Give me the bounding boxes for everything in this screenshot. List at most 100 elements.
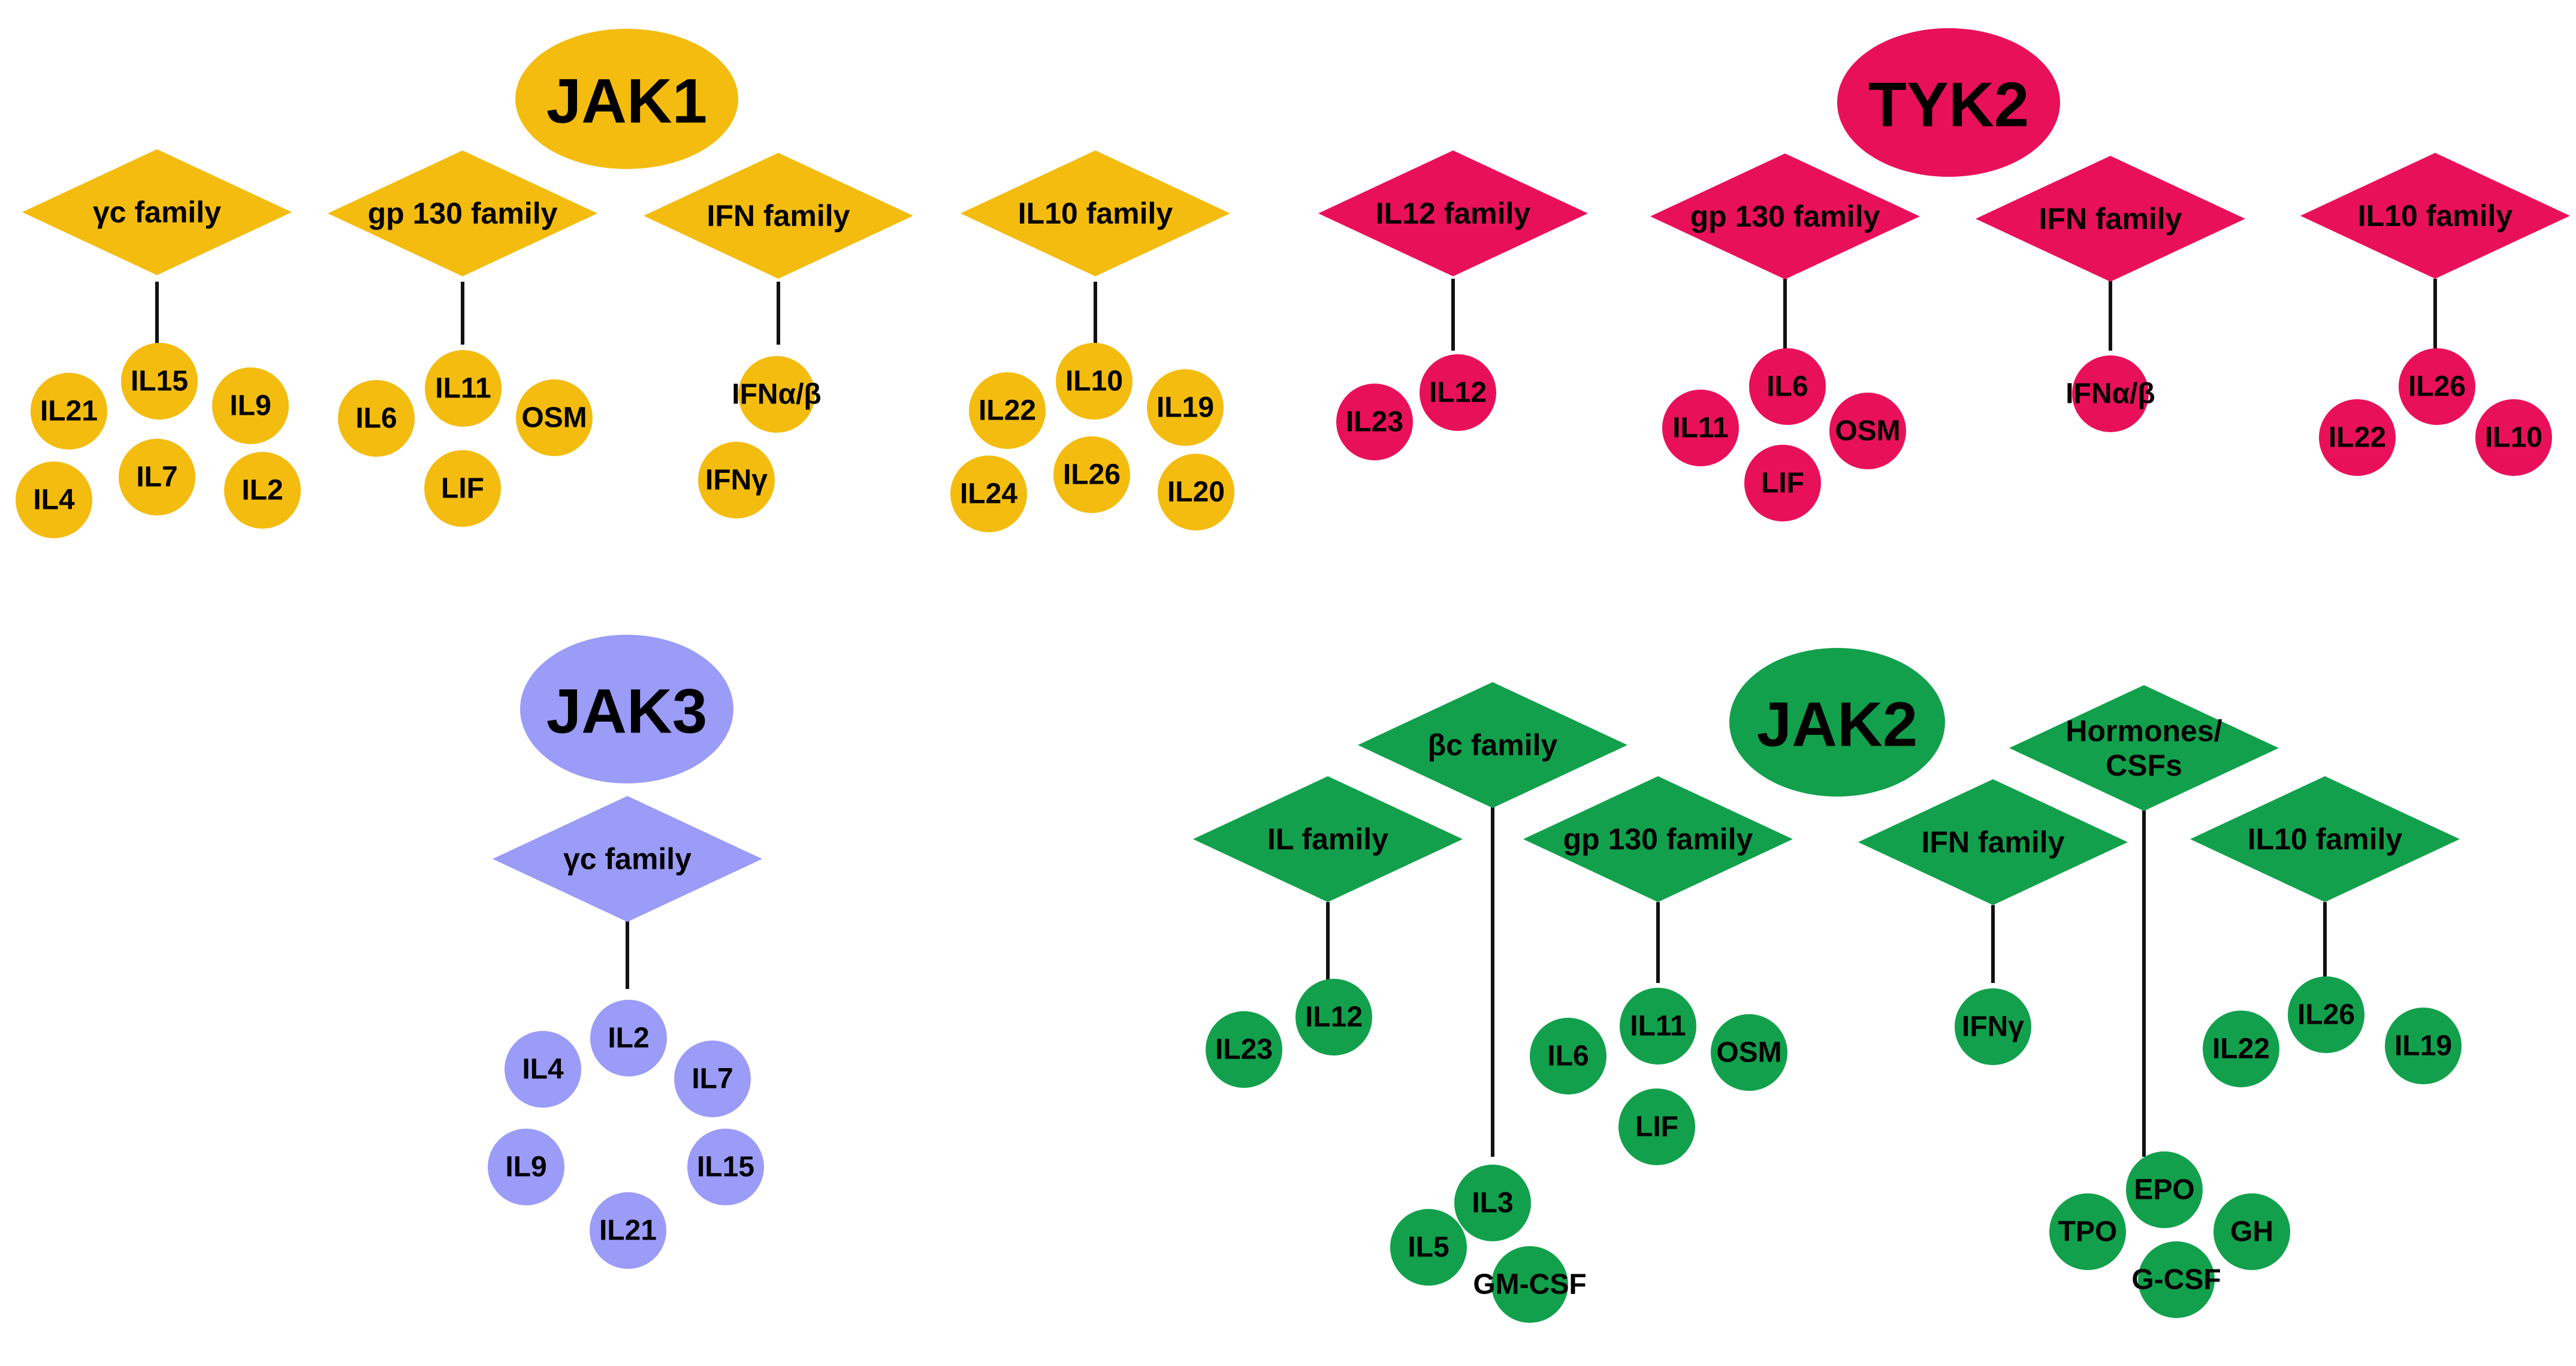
jak2-ifn-family-diamond bbox=[1858, 779, 2128, 905]
jak2-il10-family-diamond bbox=[2190, 776, 2460, 902]
tyk2-il10-cytokine-node bbox=[2475, 399, 2552, 476]
jak1-yc-cytokine-label: IL21 bbox=[40, 396, 98, 427]
tyk2-il12-cytokine-label: IL12 bbox=[1429, 377, 1487, 409]
tyk2-il10-cytokine-label: IL10 bbox=[2485, 422, 2542, 454]
jak2-hormones-cytokine-label: TPO bbox=[2058, 1216, 2118, 1248]
jak1-yc-cytokine-label: IL15 bbox=[131, 366, 188, 397]
jak1-gp130-family-label: gp 130 family bbox=[368, 197, 558, 230]
jak1-yc-cytokine-node bbox=[119, 439, 195, 515]
jak2-gp130-cytokine-label: OSM bbox=[1716, 1037, 1781, 1069]
tyk2-gp130-cytokine-label: OSM bbox=[1835, 415, 1900, 447]
jak1-gp130-cytokine-node bbox=[425, 350, 502, 427]
jak2-gp130-cytokine-node bbox=[1711, 1014, 1787, 1091]
jak2-il-family-label: IL family bbox=[1267, 822, 1388, 856]
jak1-gp130-cytokine-node bbox=[516, 379, 593, 456]
jak2-il-cytokine-node bbox=[1206, 1011, 1282, 1088]
jak1-yc-cytokine-label: IL9 bbox=[229, 390, 271, 422]
jak2-gp130-cytokine-label: IL6 bbox=[1547, 1041, 1589, 1072]
jak1-yc-cytokine-node bbox=[224, 452, 301, 529]
jak2-gp130-cytokine-node bbox=[1530, 1018, 1606, 1094]
tyk2-ifn-family-label: IFN family bbox=[2039, 202, 2182, 236]
jak3-yc-cytokine-label: IL7 bbox=[691, 1063, 733, 1095]
jak3-yc-cytokine-label: IL9 bbox=[505, 1151, 546, 1183]
jak3-yc-cytokine-node bbox=[590, 1000, 667, 1076]
tyk2-il12-family-diamond bbox=[1318, 150, 1588, 276]
jak2-bc-family-diamond bbox=[1358, 682, 1627, 808]
tyk2-gp130-cytokine-node bbox=[1749, 348, 1826, 425]
jak3-yc-cytokine-node bbox=[488, 1129, 564, 1205]
jak3-yc-cytokine-label: IL15 bbox=[697, 1151, 754, 1183]
jak1-yc-cytokine-node bbox=[212, 367, 289, 444]
jak2-il-cytokine-label: IL23 bbox=[1215, 1034, 1273, 1066]
jak2-il10-cytokine-label: IL22 bbox=[2212, 1033, 2270, 1065]
jak3-yc-cytokine-label: IL2 bbox=[608, 1023, 649, 1054]
jak3-yc-cytokine-node bbox=[674, 1041, 751, 1117]
jak2-il10-cytokine-node bbox=[2288, 976, 2364, 1053]
jak1-il10-cytokine-label: IL22 bbox=[979, 395, 1036, 427]
tyk2-gp130-family-diamond bbox=[1650, 153, 1920, 279]
jak2-bc-cytokine-label: IL3 bbox=[1472, 1187, 1513, 1219]
jak1-yc-cytokine-node bbox=[121, 343, 198, 420]
jak1-yc-family-diamond bbox=[22, 149, 292, 275]
jak2-hormones-cytokine-node bbox=[2049, 1193, 2126, 1270]
jak2-hormones-cytokine-node bbox=[2213, 1193, 2290, 1270]
tyk2-gp130-cytokine-label: IL11 bbox=[1672, 412, 1728, 444]
tyk2-il10-cytokine-label: IL22 bbox=[2329, 422, 2386, 454]
jak1-yc-cytokine-label: IL2 bbox=[241, 475, 283, 506]
jak1-gp130-cytokine-label: OSM bbox=[521, 402, 587, 434]
jak3-yc-cytokine-label: IL4 bbox=[522, 1054, 564, 1085]
jak1-ifn-cytokine-node bbox=[698, 442, 775, 518]
tyk2-gp130-cytokine-node bbox=[1829, 393, 1906, 469]
jak2-il10-family-label: IL10 family bbox=[2248, 822, 2403, 856]
jak2-il-cytokine-node bbox=[1295, 979, 1372, 1056]
jak2-il-cytokine-label: IL12 bbox=[1305, 1002, 1363, 1033]
tyk2-il12-family-label: IL12 family bbox=[1376, 197, 1531, 230]
jak2-bc-cytokine-node bbox=[1454, 1165, 1531, 1241]
jak2-bc-family-label: βc family bbox=[1428, 728, 1558, 762]
jak3-yc-cytokine-node bbox=[687, 1129, 764, 1205]
jak1-kinase-node bbox=[515, 29, 738, 169]
jak1-ifn-cytokine-node bbox=[738, 356, 815, 433]
jak2-bc-cytokine-label: GM-CSF bbox=[1473, 1269, 1586, 1301]
jak1-il10-cytokine-label: IL10 bbox=[1065, 366, 1123, 397]
tyk2-ifn-family-diamond bbox=[1976, 156, 2245, 282]
tyk2-ifn-cytokine-node bbox=[2072, 355, 2149, 432]
tyk2-gp130-cytokine-label: IL6 bbox=[1766, 371, 1808, 403]
jak2-ifn-cytokine-node bbox=[1955, 988, 2031, 1065]
tyk2-kinase-label: TYK2 bbox=[1868, 70, 2029, 140]
jak1-gp130-cytokine-label: IL11 bbox=[435, 373, 491, 405]
tyk2-il10-cytokine-label: IL26 bbox=[2408, 371, 2466, 403]
jak2-hormones-cytokine-label: G-CSF bbox=[2131, 1264, 2221, 1296]
jak2-bc-cytokine-node bbox=[1390, 1209, 1467, 1286]
jak1-kinase-label: JAK1 bbox=[546, 67, 707, 137]
jak1-yc-cytokine-label: IL7 bbox=[136, 462, 177, 493]
jak1-il10-cytokine-node bbox=[950, 456, 1027, 532]
jak3-kinase-node bbox=[520, 635, 733, 783]
jak1-il10-cytokine-label: IL26 bbox=[1063, 459, 1121, 491]
tyk2-gp130-family-label: gp 130 family bbox=[1690, 200, 1880, 233]
jak1-gp130-family-diamond bbox=[328, 150, 597, 276]
jak2-il10-cytokine-node bbox=[2203, 1011, 2279, 1087]
jak1-il10-cytokine-label: IL19 bbox=[1156, 392, 1214, 424]
tyk2-gp130-cytokine-label: LIF bbox=[1761, 468, 1804, 499]
jak3-yc-family-label: γc family bbox=[563, 842, 691, 876]
jak2-il-family-diamond bbox=[1193, 776, 1463, 902]
tyk2-kinase-node bbox=[1837, 28, 2060, 177]
jak2-il10-cytokine-label: IL19 bbox=[2394, 1030, 2452, 1062]
tyk2-ifn-cytokine-label: IFNα/β bbox=[2065, 378, 2155, 410]
tyk2-il10-cytokine-node bbox=[2319, 399, 2396, 476]
jak1-gp130-cytokine-label: LIF bbox=[441, 473, 484, 505]
jak2-hormones-family-label: Hormones/CSFs bbox=[2065, 714, 2222, 782]
jak2-ifn-family-label: IFN family bbox=[1922, 825, 2065, 859]
tyk2-il12-cytokine-node bbox=[1420, 354, 1496, 431]
jak1-yc-cytokine-node bbox=[31, 373, 107, 450]
jak2-hormones-cytokine-node bbox=[2138, 1241, 2215, 1318]
tyk2-il12-cytokine-label: IL23 bbox=[1346, 406, 1403, 438]
jak2-hormones-cytokine-label: GH bbox=[2230, 1216, 2273, 1248]
jak3-yc-family-diamond bbox=[493, 796, 762, 922]
jak2-kinase-node bbox=[1729, 648, 1945, 797]
jak1-il10-cytokine-node bbox=[969, 372, 1046, 449]
tyk2-il10-cytokine-node bbox=[2399, 348, 2475, 425]
